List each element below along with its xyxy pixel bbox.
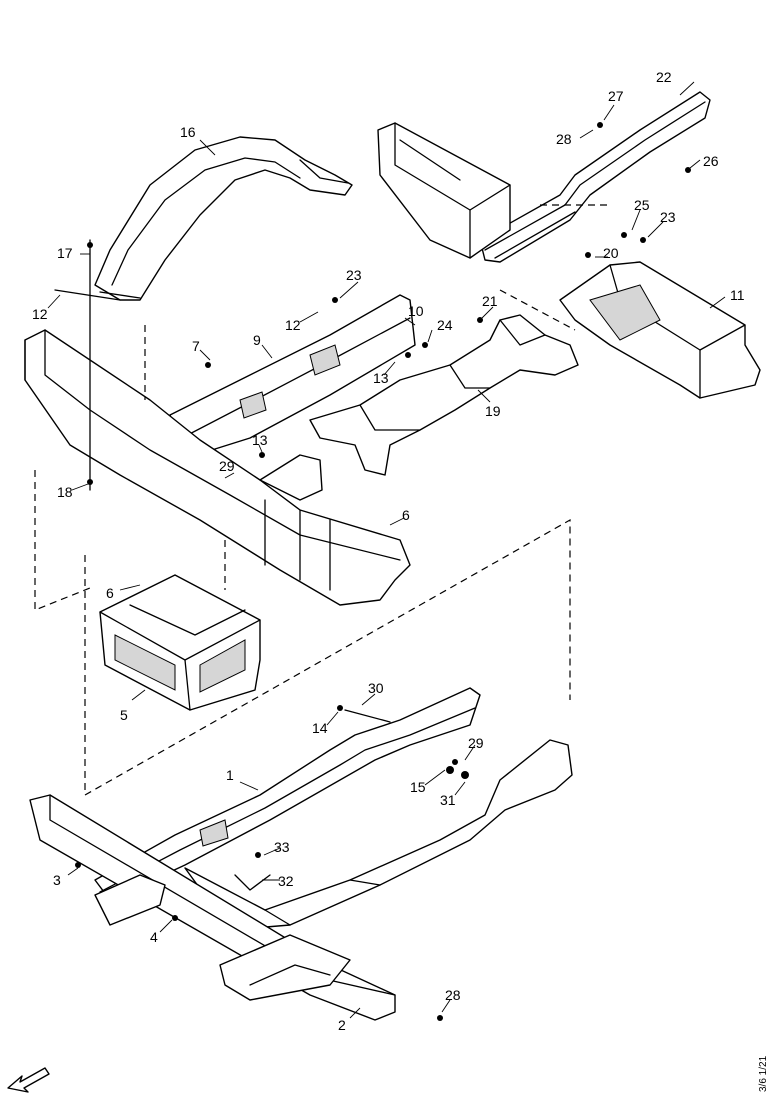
callout-28b: 28 — [445, 987, 461, 1003]
callout-12a: 12 — [32, 306, 48, 322]
callout-3: 3 — [53, 872, 61, 888]
callout-9: 9 — [253, 332, 261, 348]
callout-29b: 29 — [468, 735, 484, 751]
part-22-upper-rail — [479, 91, 711, 263]
callout-27: 27 — [608, 88, 624, 104]
callout-32: 32 — [278, 873, 294, 889]
callout-6b: 6 — [402, 507, 410, 523]
callout-23a: 23 — [346, 267, 362, 283]
part-11-crossmember — [559, 261, 761, 399]
callout-13b: 13 — [252, 432, 268, 448]
callout-5: 5 — [120, 707, 128, 723]
part-1-long-rail — [94, 687, 481, 901]
callout-31: 31 — [440, 792, 456, 808]
callout-10: 10 — [408, 303, 424, 319]
fasteners — [54, 122, 691, 1021]
callout-17: 17 — [57, 245, 73, 261]
callout-21: 21 — [482, 293, 498, 309]
callout-11: 11 — [730, 287, 745, 303]
part-2-rail-crossmember — [29, 739, 573, 1021]
callout-30: 30 — [368, 680, 384, 696]
callout-33: 33 — [274, 839, 290, 855]
callout-6a: 6 — [106, 585, 114, 601]
upper-crossmember — [377, 122, 511, 259]
callout-23b: 23 — [660, 209, 676, 225]
callout-16: 16 — [180, 124, 196, 140]
leader-lines — [47, 81, 726, 1019]
part-5-bracket-box — [99, 574, 261, 711]
callout-13a: 13 — [373, 370, 389, 386]
callout-labels: 1 2 3 4 5 6 6 7 8 9 10 11 12 12 13 13 14… — [32, 69, 745, 1033]
callout-20: 20 — [603, 245, 619, 261]
callout-22: 22 — [656, 69, 672, 85]
callout-7: 7 — [192, 338, 200, 354]
callout-28a: 28 — [556, 131, 572, 147]
callout-19: 19 — [485, 403, 501, 419]
callout-25: 25 — [634, 197, 650, 213]
figure-code: 3/6 1/21 — [758, 1055, 769, 1092]
callout-1: 1 — [226, 767, 234, 783]
part-16-arch-frame — [94, 136, 353, 301]
front-direction-arrow-icon — [7, 1067, 50, 1093]
part-9-rail — [169, 294, 416, 461]
callout-24: 24 — [437, 317, 453, 333]
callout-26: 26 — [703, 153, 719, 169]
callout-14: 14 — [312, 720, 328, 736]
callout-15: 15 — [410, 779, 426, 795]
part-19-axle — [309, 314, 579, 476]
callout-2: 2 — [338, 1017, 346, 1033]
callout-4: 4 — [150, 929, 158, 945]
part-8-frame — [24, 329, 411, 606]
callout-12b: 12 — [285, 317, 301, 333]
callout-29a: 29 — [219, 458, 235, 474]
callout-18: 18 — [57, 484, 73, 500]
